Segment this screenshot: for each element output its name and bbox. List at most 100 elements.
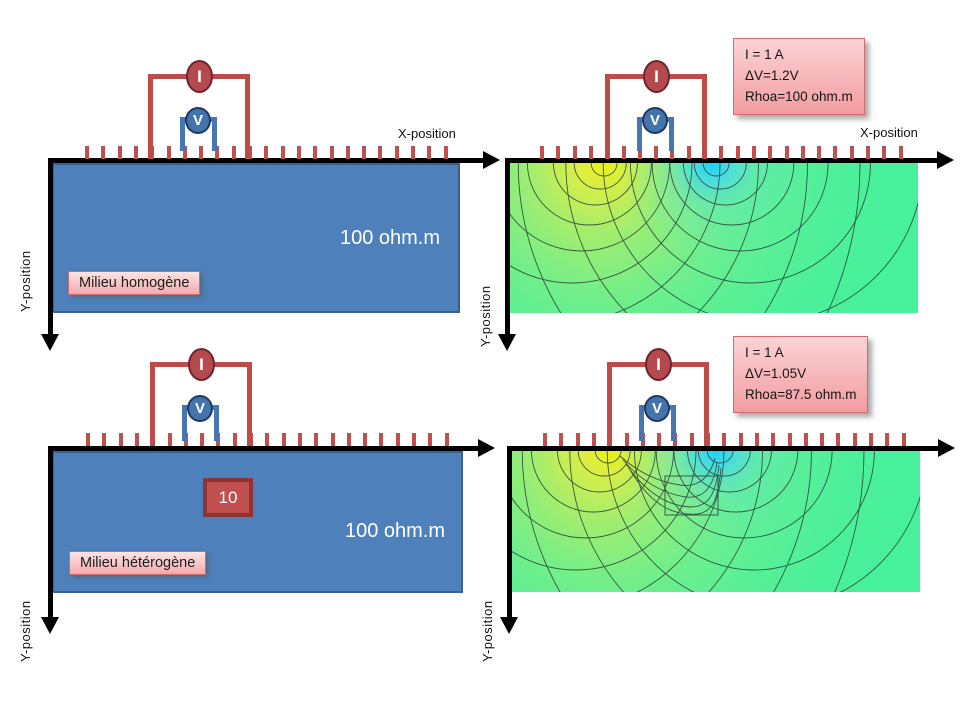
x-axis-line xyxy=(505,158,939,163)
electrode-tick xyxy=(572,146,577,159)
voltage-wire-left xyxy=(639,405,644,441)
voltmeter-label: V xyxy=(651,400,662,417)
ammeter: I xyxy=(645,348,672,381)
electrode-tick xyxy=(248,146,252,159)
electrode-tick xyxy=(265,433,270,446)
electrode-tick xyxy=(575,433,580,446)
note-rhoa: Rhoa=87.5 ohm.m xyxy=(745,386,857,402)
electrode-tick xyxy=(719,146,724,159)
electrode-tick xyxy=(215,146,220,159)
electrode-tick xyxy=(784,146,789,159)
ammeter: I xyxy=(188,348,215,381)
electrode-tick xyxy=(670,146,675,159)
ammeter: I xyxy=(643,60,670,93)
electrode-tick xyxy=(686,146,691,159)
electrode-tick xyxy=(849,146,854,159)
x-axis-line xyxy=(507,446,941,451)
current-wire-right xyxy=(245,74,250,159)
note-voltage: ΔV=1.2V xyxy=(745,67,799,83)
voltage-wire-left xyxy=(637,117,642,151)
electrode-tick xyxy=(313,146,318,159)
electrode-tick xyxy=(882,146,887,159)
electrode-tick xyxy=(885,433,890,446)
electrode-tick xyxy=(296,146,301,159)
voltage-wire-right xyxy=(669,117,674,151)
electrode-tick xyxy=(85,146,89,159)
electrode-tick xyxy=(689,433,694,446)
voltmeter: V xyxy=(644,395,670,422)
electrode-tick xyxy=(852,433,857,446)
electrode-tick xyxy=(800,146,805,159)
y-axis-line xyxy=(505,158,510,336)
electrode-tick xyxy=(820,433,825,446)
x-axis-arrow-icon xyxy=(937,151,954,169)
voltmeter-label: V xyxy=(192,112,203,129)
electrode-tick xyxy=(264,146,269,159)
voltmeter-label: V xyxy=(194,400,205,417)
electrode-tick xyxy=(869,433,873,446)
resistivity-label: 100 ohm.m xyxy=(344,520,446,542)
voltmeter: V xyxy=(187,395,213,422)
x-axis-label: X-position xyxy=(860,125,918,140)
electrode-tick xyxy=(117,146,122,159)
electrode-tick xyxy=(901,433,906,446)
ammeter-label: I xyxy=(654,66,659,86)
electrode-tick xyxy=(427,146,432,159)
ammeter-label: I xyxy=(199,354,204,374)
electrode-tick xyxy=(86,433,90,446)
current-wire-right xyxy=(702,74,707,159)
electrode-tick xyxy=(200,433,205,446)
medium-caption: Milieu hétérogène xyxy=(69,551,207,575)
voltage-wire-left xyxy=(182,405,187,441)
electrode-tick xyxy=(443,146,448,159)
electrode-tick xyxy=(444,433,449,446)
ammeter-label: I xyxy=(197,66,202,86)
electrode-tick xyxy=(591,433,596,446)
current-wire-left xyxy=(607,362,612,446)
electrode-tick xyxy=(412,433,416,446)
x-axis-line xyxy=(48,158,486,163)
electrode-tick xyxy=(232,433,237,446)
y-axis-arrow-icon xyxy=(41,334,59,351)
electrode-tick xyxy=(657,433,662,446)
electrode-tick xyxy=(803,433,808,446)
electrode-tick xyxy=(768,146,773,159)
electrode-tick xyxy=(738,433,743,446)
electrode-tick xyxy=(898,146,903,159)
y-axis-arrow-icon xyxy=(41,617,59,634)
electrode-tick xyxy=(754,433,759,446)
electrode-tick xyxy=(231,146,236,159)
electrode-tick xyxy=(559,433,564,446)
voltage-wire-right xyxy=(671,405,676,441)
voltmeter-label: V xyxy=(649,112,660,129)
potential-field-heterogeneous xyxy=(508,450,920,592)
y-axis-arrow-icon xyxy=(498,334,516,351)
electrode-tick xyxy=(722,433,727,446)
electrode-tick xyxy=(379,433,384,446)
electrode-tick xyxy=(428,433,433,446)
electrode-tick xyxy=(281,433,286,446)
anomaly-outline xyxy=(664,475,719,516)
voltmeter: V xyxy=(185,107,211,134)
electrode-tick xyxy=(199,146,204,159)
electrode-tick xyxy=(101,146,106,159)
electrode-tick xyxy=(735,146,740,159)
electrode-tick xyxy=(833,146,838,159)
note-rhoa: Rhoa=100 ohm.m xyxy=(745,88,853,104)
electrode-tick xyxy=(182,146,187,159)
electrode-tick xyxy=(771,433,776,446)
x-axis-line xyxy=(48,446,480,451)
equipotential-contours xyxy=(508,450,920,592)
voltmeter: V xyxy=(642,107,668,134)
voltage-wire-left xyxy=(180,117,185,151)
current-wire-right xyxy=(704,362,709,446)
electrode-tick xyxy=(330,433,335,446)
ammeter-label: I xyxy=(656,354,661,374)
equipotential-contours xyxy=(508,163,918,313)
electrode-tick xyxy=(866,146,870,159)
electrode-tick xyxy=(297,433,302,446)
electrode-tick xyxy=(345,146,350,159)
